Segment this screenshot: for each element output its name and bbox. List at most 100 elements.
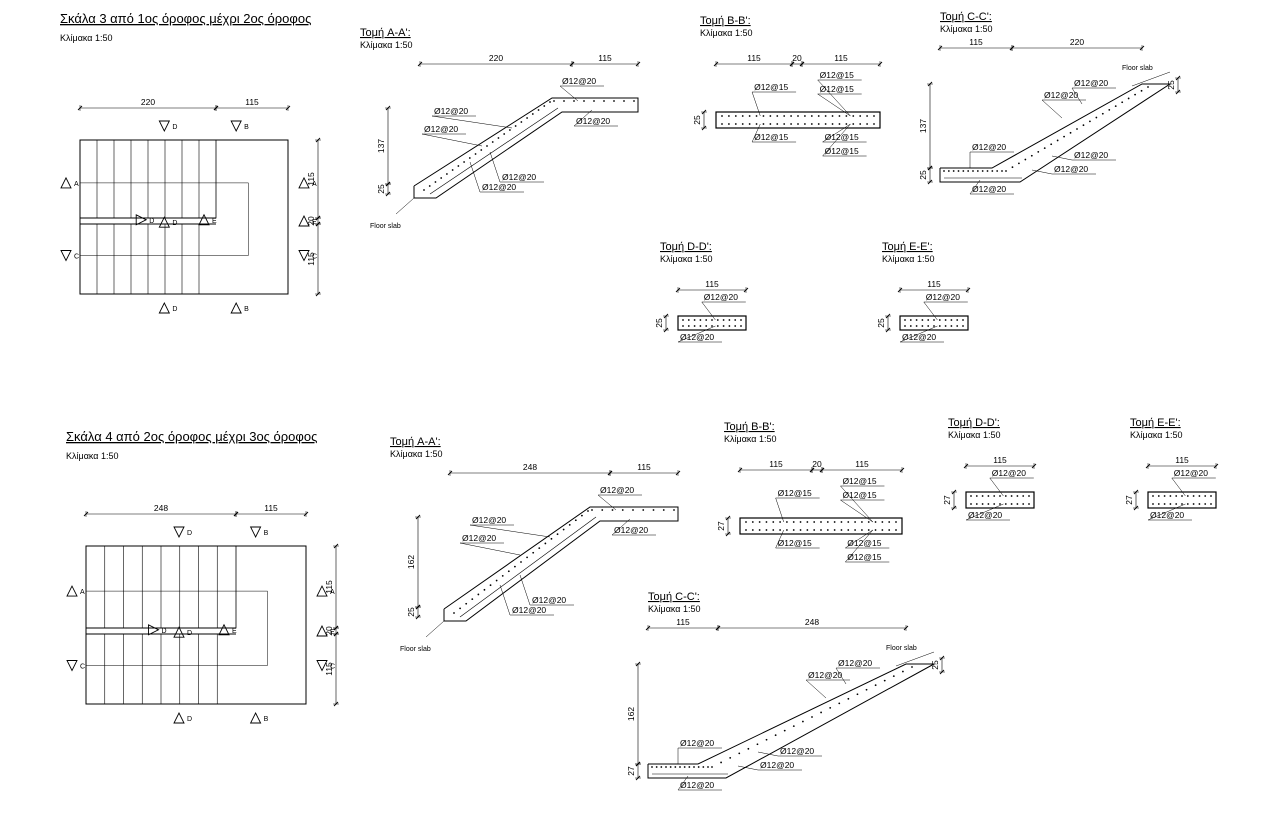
marker-d-bottom (173, 711, 185, 724)
section-marker-letter: B (264, 716, 269, 723)
rebar-dot (921, 325, 924, 327)
rebar-dot (621, 509, 624, 511)
rebar-dot (881, 521, 884, 523)
rebar-dot (813, 529, 816, 531)
rebar-dot (810, 123, 813, 125)
rebar-leader (899, 325, 938, 343)
rebar-dot (734, 319, 737, 321)
rebar-dot (531, 113, 534, 115)
rebar-dot (581, 514, 583, 517)
rebar-dot (734, 325, 737, 327)
rebar-dot (847, 529, 850, 531)
marker-d-bottom (158, 301, 171, 314)
marker-a-left (60, 176, 72, 189)
rebar-dot (831, 123, 834, 125)
rebar-dot (1152, 503, 1154, 505)
marker-b-bottom (230, 301, 242, 314)
rebar-dot (468, 157, 471, 159)
section-dim-thickness: 27 (942, 495, 952, 505)
section-title: Τομή E-E': (882, 241, 933, 253)
rebar-dot (1024, 158, 1027, 161)
rebar-leader (822, 123, 851, 157)
rebar-label: Ø12@15 (778, 488, 812, 498)
rebar-dot (996, 170, 999, 172)
rebar-dot (1005, 170, 1007, 172)
plan-title: Σκάλα 3 από 1ος όροφος μέχρι 2ος όροφος (60, 11, 311, 26)
rebar-dot (987, 495, 990, 497)
rebar-dot (1210, 503, 1212, 505)
rebar-dot (1163, 495, 1166, 497)
rebar-dot (915, 325, 918, 327)
rebar-label: Ø12@15 (778, 538, 812, 548)
rebar-dot (774, 734, 777, 737)
rebar-dot (721, 123, 723, 125)
section-marker-letter: D (162, 628, 167, 635)
rebar-label: Ø12@20 (1174, 468, 1208, 478)
rebar-dot (859, 123, 862, 125)
section-marker-letter: C (330, 664, 335, 671)
rebar-dot (1043, 147, 1046, 149)
rebar-label: Ø12@15 (847, 552, 881, 562)
section-dim-rise: 137 (376, 139, 386, 153)
rebar-dot (711, 325, 713, 327)
rebar-dot (748, 115, 751, 117)
rebar-dot (705, 325, 708, 327)
floor-slab-leader (395, 197, 415, 215)
rebar-dot (1101, 112, 1104, 115)
rebar-dot (662, 509, 665, 511)
marker-c-left (60, 250, 72, 262)
rebar-dot (471, 598, 474, 600)
section-dim-thickness: 25 (918, 170, 928, 180)
rebar-dot (1169, 503, 1172, 505)
rebar-dot (642, 509, 645, 511)
rebar-dot (728, 319, 731, 321)
section-dim-right: 115 (834, 53, 848, 63)
section-dim-run: 220 (489, 53, 503, 63)
rebar-bottom (429, 107, 559, 195)
section-scale: Κλίμακα 1:50 (360, 40, 413, 50)
rebar-dot (806, 521, 809, 523)
rebar-dot (526, 117, 528, 119)
rebar-dot (852, 123, 855, 125)
rebar-dot (611, 509, 614, 511)
rebar-dot (892, 675, 895, 677)
rebar-dot (705, 319, 708, 321)
rebar-leader (499, 584, 511, 616)
rebar-dot (999, 503, 1001, 505)
rebar-dot (651, 766, 653, 768)
marker-d-top (158, 120, 171, 133)
marker-d-mid (148, 624, 160, 636)
rebar-dot (758, 529, 761, 531)
rebar-label: Ø12@20 (1150, 510, 1184, 520)
rebar-dot (633, 100, 635, 102)
section-title: Τομή E-E': (1130, 417, 1181, 429)
rebar-dot (962, 325, 964, 327)
marker-a-right (316, 585, 328, 597)
section-marker-letter: D (172, 124, 177, 131)
rebar-dot (952, 170, 955, 172)
section-title: Τομή A-A': (390, 436, 441, 448)
plan-outline (79, 139, 289, 295)
walking-line (86, 590, 268, 666)
rebar-label: Ø12@20 (968, 510, 1002, 520)
rebar-dot (465, 602, 468, 605)
walking-line (80, 182, 249, 256)
rebar-dot (553, 100, 555, 102)
rebar-leader (817, 79, 851, 117)
section-marker-letter: E (212, 218, 217, 225)
rebar-dot (632, 509, 634, 511)
rebar-dot (509, 129, 511, 131)
rebar-dot (938, 325, 941, 327)
rebar-dot (1186, 503, 1189, 505)
rebar-dot (679, 766, 681, 768)
rebar-dot (711, 319, 713, 321)
rebar-dot (738, 752, 741, 755)
section-title: Τομή C-C': (940, 11, 992, 23)
rebar-dot (1056, 139, 1059, 142)
rebar-dot (831, 115, 834, 117)
rebar-leader (757, 751, 779, 757)
section-dim-right: 115 (855, 459, 869, 469)
rebar-dot (603, 100, 605, 102)
rebar-dot (854, 529, 856, 531)
